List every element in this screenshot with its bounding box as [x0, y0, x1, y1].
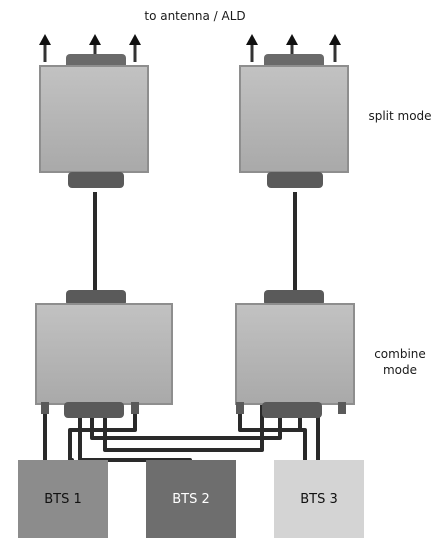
unit-body-left-combine	[35, 303, 173, 405]
arrow-right-2	[286, 34, 298, 45]
arrow-left-3	[129, 34, 141, 45]
cable-b	[90, 405, 282, 440]
arrow-left-1	[39, 34, 51, 45]
port-combine-right-a	[236, 402, 244, 414]
splitter-right	[239, 34, 349, 188]
combiner-left	[35, 290, 173, 418]
label-split-mode: split mode	[368, 109, 432, 123]
bottom-connector-bar-combine-right	[262, 402, 322, 418]
cable-h	[68, 405, 137, 462]
splitter-left	[39, 34, 149, 188]
port-combine-right-b	[338, 402, 346, 414]
top-connector-bar-combine-left	[66, 290, 126, 306]
bts-3-box: BTS 3	[274, 460, 364, 538]
arrow-right-3	[329, 34, 341, 45]
cable-g	[238, 405, 307, 462]
bts-1-label: BTS 1	[44, 491, 82, 507]
arrow-right-1	[246, 34, 258, 45]
label-combine-mode-2: mode	[382, 363, 418, 377]
combiner-right	[235, 290, 355, 418]
bts-1-box: BTS 1	[18, 460, 108, 538]
unit-body-right-combine	[235, 303, 355, 405]
bottom-connector-bar-left	[68, 172, 124, 188]
label-to-antenna: to antenna / ALD	[144, 9, 246, 23]
bottom-connector-bar-combine-left	[64, 402, 124, 418]
unit-body-left-split	[39, 65, 149, 173]
label-combine-mode-1: combine	[374, 347, 426, 361]
bts-2-label: BTS 2	[172, 491, 210, 507]
unit-body-right-split	[239, 65, 349, 173]
port-combine-left-a	[41, 402, 49, 414]
port-combine-left-b	[131, 402, 139, 414]
bts-2-box: BTS 2	[146, 460, 236, 538]
bottom-connector-bar-right	[267, 172, 323, 188]
cables-bts	[43, 405, 320, 474]
cable-c	[103, 405, 264, 452]
arrow-left-2	[89, 34, 101, 45]
top-connector-bar-combine-right	[264, 290, 324, 306]
bts-3-label: BTS 3	[300, 491, 338, 507]
cables-vertical	[93, 192, 297, 290]
